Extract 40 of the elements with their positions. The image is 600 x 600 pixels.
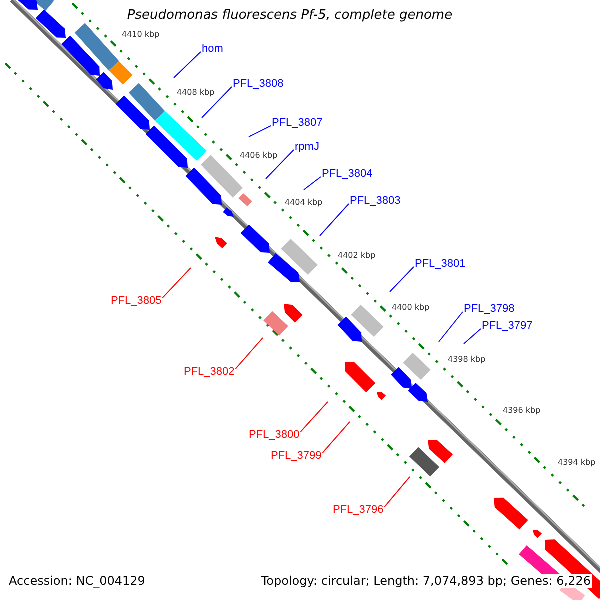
leader-line: [235, 338, 264, 370]
footer-text: Accession: NC_004129: [8, 574, 146, 588]
gene-label: PFL_3807: [272, 117, 323, 129]
leader-line: [384, 476, 410, 508]
leader-line: [202, 86, 232, 118]
gene-label: PFL_3799: [271, 450, 322, 462]
diagram-title: Pseudomonas fluorescens Pf-5, complete genome: [126, 8, 454, 23]
gene-label: PFL_3801: [415, 258, 466, 270]
leader-line: [162, 268, 192, 298]
leader-line: [464, 328, 482, 344]
scale-label: 4398 kbp: [448, 355, 486, 365]
scale-label: 4406 kbp: [240, 151, 278, 161]
leader-line: [266, 150, 294, 180]
gene-label: PFL_3800: [249, 429, 300, 441]
scale-label: 4402 kbp: [338, 251, 376, 261]
gene-label: PFL_3796: [333, 504, 384, 516]
gene-label: PFL_3802: [184, 366, 235, 378]
scale-label: 4394 kbp: [558, 458, 596, 468]
leader-line: [438, 312, 464, 342]
leader-line: [300, 402, 328, 432]
leader-line: [174, 52, 202, 78]
leader-line: [304, 176, 322, 190]
scale-label: 4410 kbp: [122, 30, 160, 40]
scale-label: 4404 kbp: [285, 198, 323, 208]
gene-label: hom: [202, 43, 224, 55]
leader-line: [322, 422, 350, 454]
scale-label: 4400 kbp: [392, 303, 430, 313]
footer-text: Topology: circular; Length: 7,074,893 bp; Genes: 6,226: [260, 574, 592, 588]
scale-label: 4408 kbp: [177, 88, 215, 98]
scale-label: 4396 kbp: [503, 406, 541, 416]
leader-line: [390, 266, 414, 292]
leader-line: [320, 204, 350, 236]
leader-line: [248, 126, 272, 138]
gene-label: PFL_3804: [322, 168, 373, 180]
gene-label: PFL_3803: [350, 195, 401, 207]
gene-label: PFL_3805: [111, 295, 162, 307]
gene-label: PFL_3797: [482, 320, 533, 332]
gene-label: rpmJ: [295, 141, 320, 153]
gene-label: PFL_3808: [233, 78, 284, 90]
gene-label: PFL_3798: [464, 303, 515, 315]
